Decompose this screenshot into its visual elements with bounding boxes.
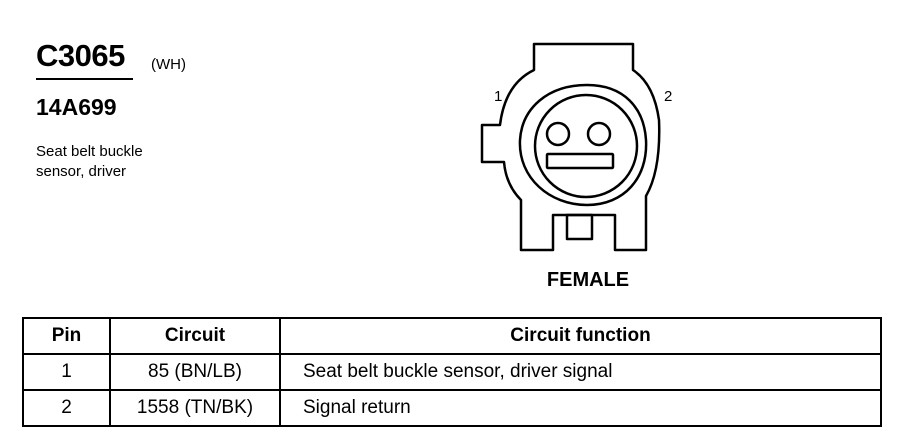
connector-face-diagram xyxy=(480,42,661,252)
pin-label-1: 1 xyxy=(494,88,503,105)
connector-color-code: (WH) xyxy=(151,56,186,73)
table-row: 2 1558 (TN/BK) Signal return xyxy=(22,389,882,427)
connector-cavity-ring xyxy=(518,83,648,207)
connector-pin-face xyxy=(533,93,639,199)
connector-housing-outline xyxy=(480,42,661,252)
connector-id-underline xyxy=(36,78,133,80)
pin-table: Pin Circuit Circuit function 1 85 (BN/LB… xyxy=(22,317,882,427)
pin-2-terminal xyxy=(586,121,612,147)
cell-pin: 1 xyxy=(22,353,111,391)
cell-circuit-function: Signal return xyxy=(279,389,882,427)
header-circuit: Circuit xyxy=(109,317,281,355)
pin-label-2: 2 xyxy=(664,88,673,105)
connector-lock-tab xyxy=(565,213,594,241)
cell-circuit: 1558 (TN/BK) xyxy=(109,389,281,427)
header-pin: Pin xyxy=(22,317,111,355)
part-number: 14A699 xyxy=(36,94,117,120)
cell-circuit-function: Seat belt buckle sensor, driver signal xyxy=(279,353,882,391)
pin-1-terminal xyxy=(545,121,571,147)
cell-circuit: 85 (BN/LB) xyxy=(109,353,281,391)
table-header-row: Pin Circuit Circuit function xyxy=(22,317,882,355)
view-label: FEMALE xyxy=(546,269,630,291)
description-line: Seat belt buckle xyxy=(36,143,143,160)
header-circuit-function: Circuit function xyxy=(279,317,882,355)
table-row: 1 85 (BN/LB) Seat belt buckle sensor, dr… xyxy=(22,353,882,391)
connector-id: C3065 xyxy=(36,38,125,73)
description-line: sensor, driver xyxy=(36,163,127,180)
connector-slot xyxy=(545,152,615,170)
cell-pin: 2 xyxy=(22,389,111,427)
connector-description: Seat belt buckle sensor, driver xyxy=(36,142,143,182)
